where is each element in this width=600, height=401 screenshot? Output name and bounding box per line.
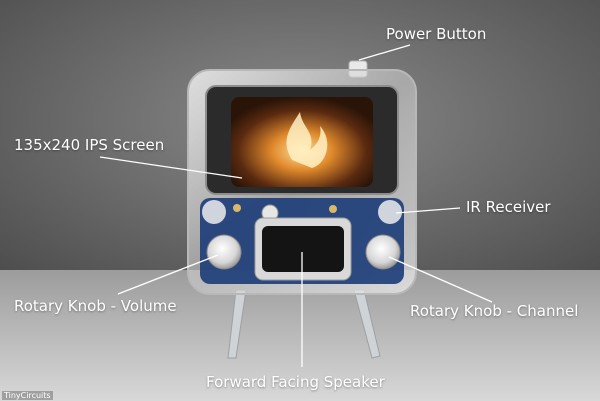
corner-screw — [202, 200, 226, 224]
label-knob-channel: Rotary Knob - Channel — [410, 302, 579, 320]
label-screen: 135x240 IPS Screen — [14, 136, 165, 154]
pcb-pad — [233, 204, 241, 212]
pcb-pad — [329, 205, 337, 213]
flame-shape — [286, 112, 328, 168]
leader-power-button — [358, 44, 411, 61]
label-power-button: Power Button — [386, 25, 487, 43]
leader-knob-channel — [388, 256, 493, 303]
label-speaker: Forward Facing Speaker — [206, 373, 385, 391]
channel-knob — [365, 234, 401, 270]
volume-knob — [206, 234, 242, 270]
leader-ir-receiver — [395, 207, 461, 214]
photo-credit: TinyCircuits — [2, 391, 53, 400]
leader-screen — [99, 156, 243, 179]
leader-knob-volume — [117, 254, 219, 295]
label-knob-volume: Rotary Knob - Volume — [14, 297, 177, 315]
label-ir-receiver: IR Receiver — [466, 198, 551, 216]
leader-lines — [99, 44, 493, 367]
speaker-grille — [262, 226, 344, 272]
corner-screw — [378, 200, 402, 224]
